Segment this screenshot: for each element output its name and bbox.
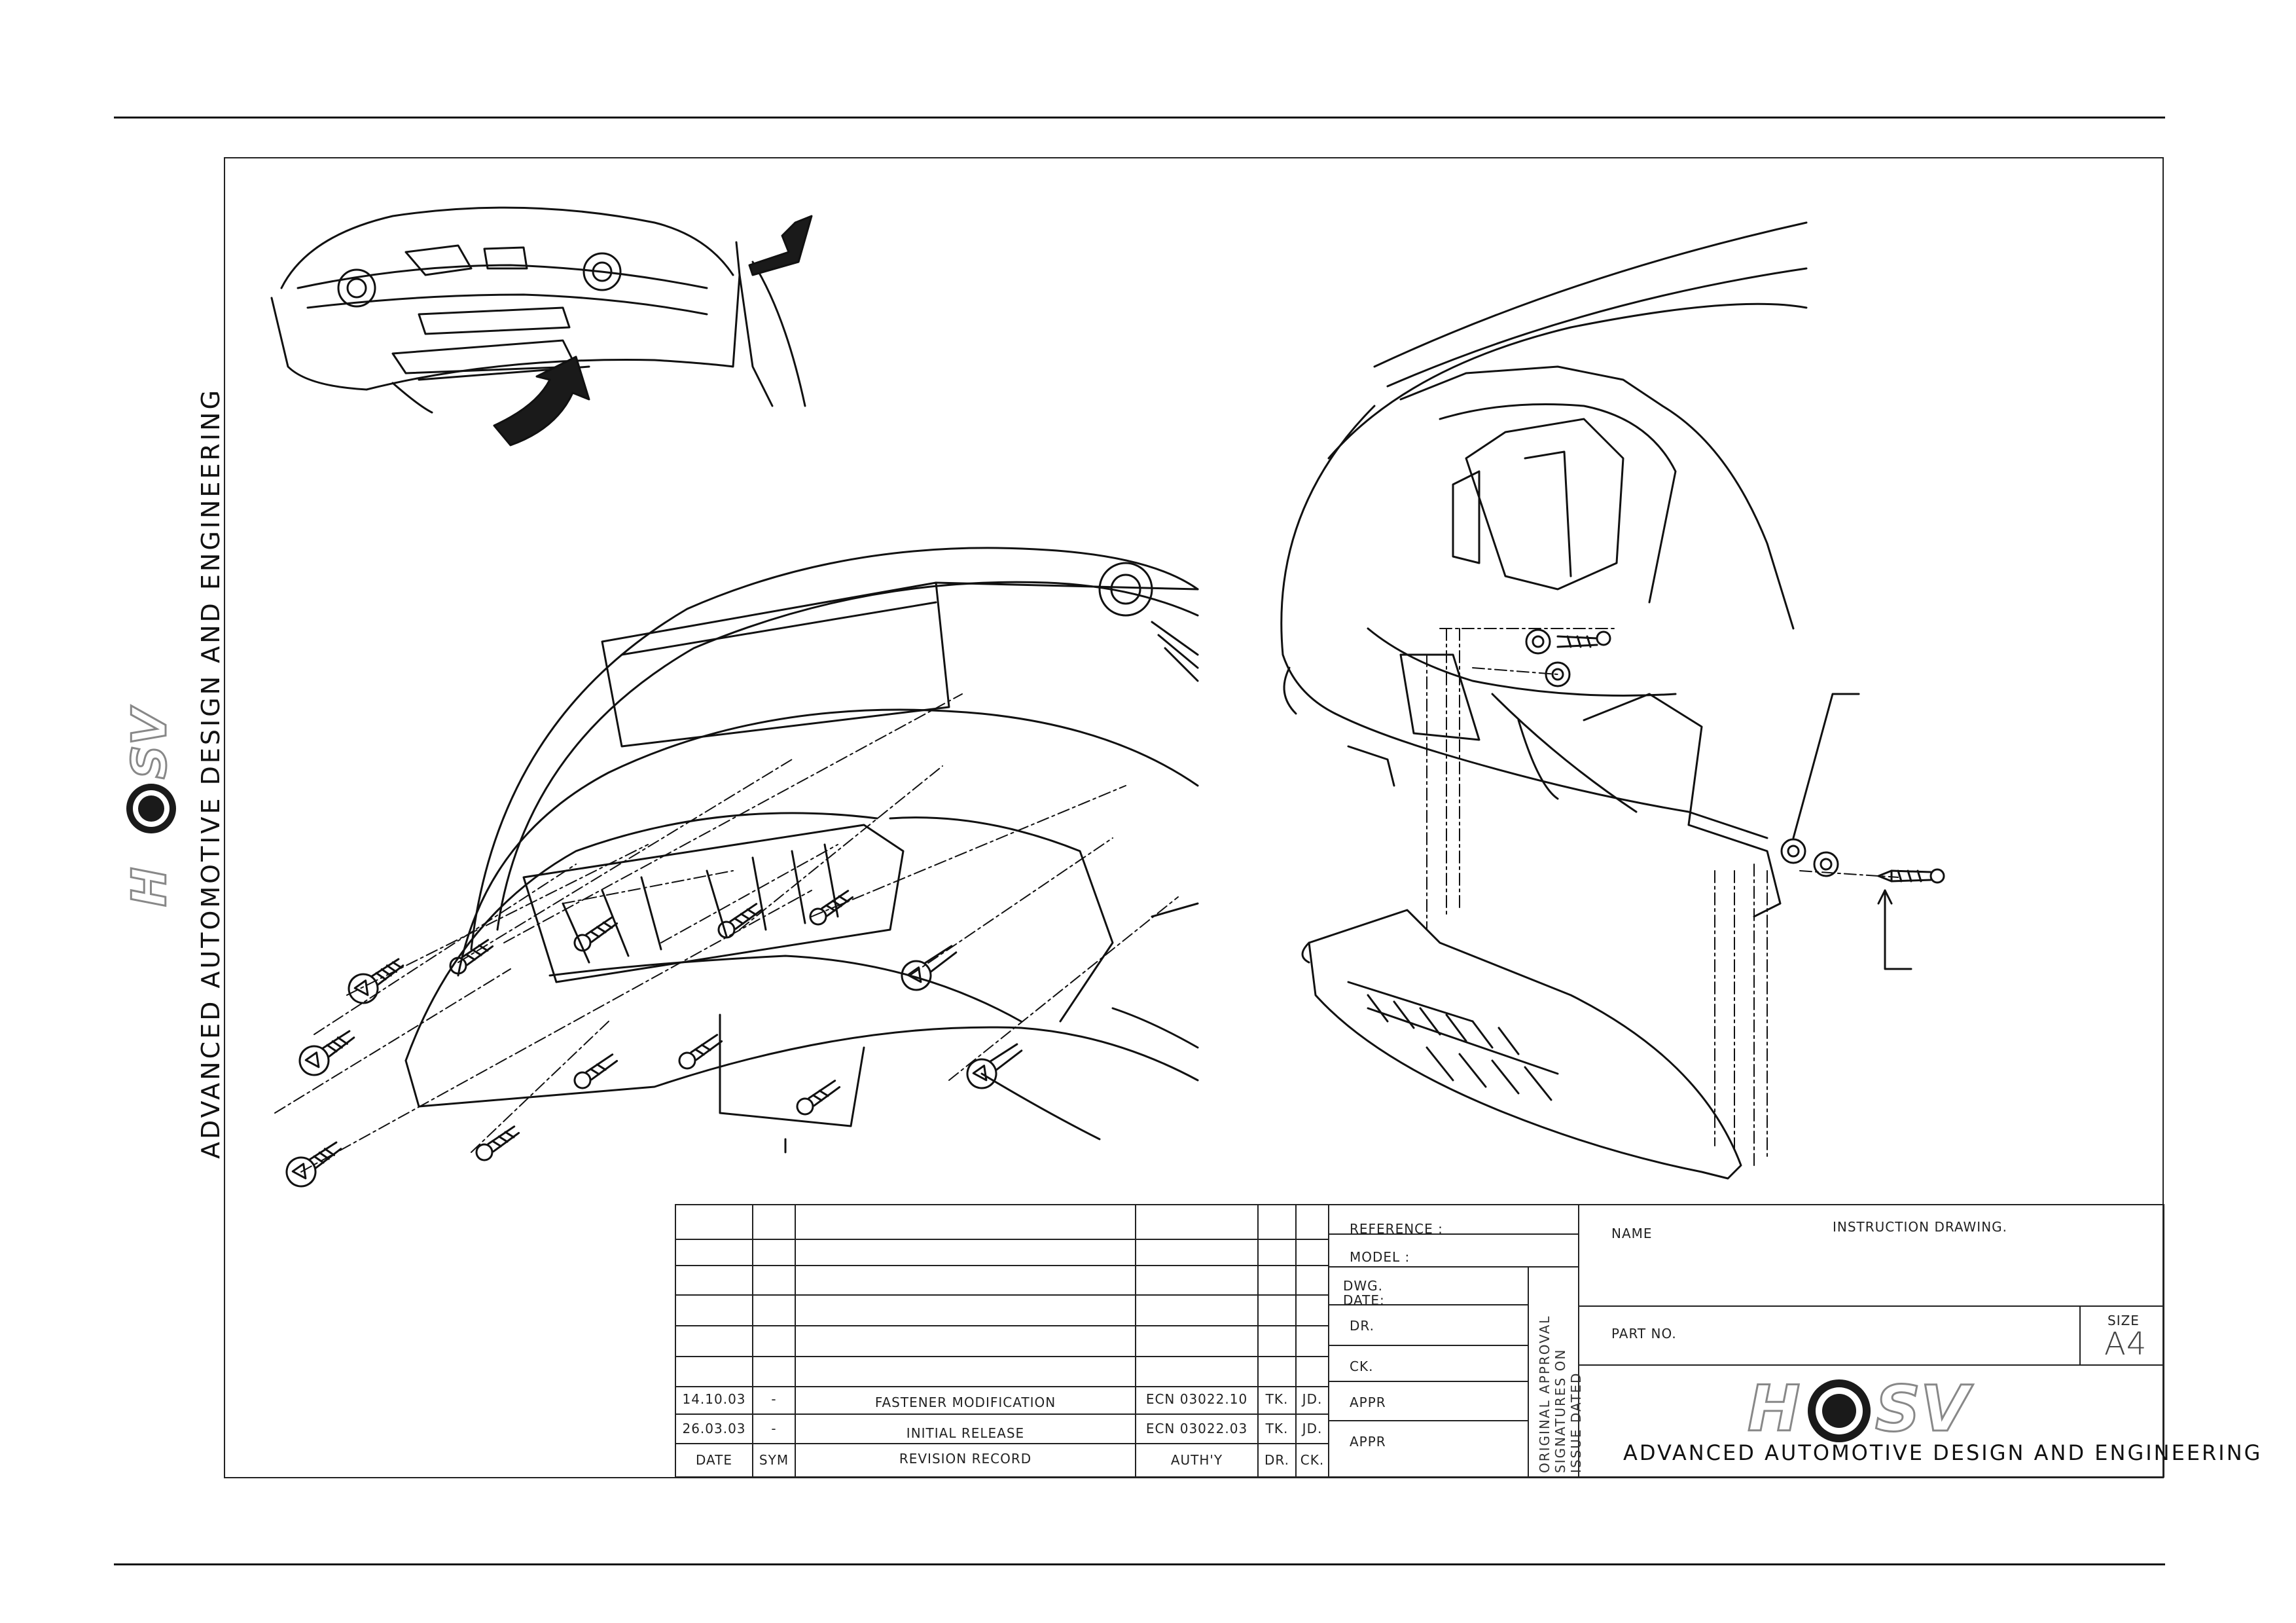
header-date: DATE [695, 1452, 733, 1468]
revision-1-dr: TK. [1265, 1391, 1289, 1407]
right-assembly-lines [1426, 628, 1899, 1166]
svg-text:SV: SV [122, 705, 177, 779]
top-rule [114, 117, 2165, 119]
dr-label: DR. [1350, 1318, 1374, 1334]
revision-1-date: 14.10.03 [682, 1391, 746, 1407]
revision-1-description: FASTENER MODIFICATION [874, 1395, 1056, 1410]
appr-label-1: APPR [1350, 1395, 1386, 1410]
part-no-label: PART NO. [1611, 1326, 1677, 1341]
header-revision-record: REVISION RECORD [899, 1451, 1032, 1467]
dwg-date-label: DWG. DATE: [1343, 1278, 1385, 1308]
size-value: A4 [2104, 1326, 2147, 1362]
header-sym: SYM [759, 1452, 789, 1468]
left-screws [285, 890, 1023, 1188]
revision-2-ck: JD. [1302, 1421, 1323, 1436]
size-label: SIZE [2108, 1313, 2140, 1328]
name-label: NAME [1611, 1226, 1653, 1241]
reference-label: REFERENCE : [1350, 1221, 1443, 1237]
bumper-inset-view [270, 206, 813, 447]
revision-2-date: 26.03.03 [682, 1421, 746, 1436]
revision-2-description: INITIAL RELEASE [906, 1425, 1025, 1441]
ck-label: CK. [1350, 1359, 1374, 1374]
svg-text:H: H [122, 867, 177, 907]
revision-2-dr: TK. [1265, 1421, 1289, 1436]
header-ck: CK. [1300, 1452, 1325, 1468]
bumper-undertray-exploded-view [1280, 221, 1912, 1180]
revision-1-ck: JD. [1302, 1391, 1323, 1407]
right-screws [1525, 629, 1945, 884]
wheel-liner-exploded-view [404, 547, 1199, 1154]
revision-1-auth: ECN 03022.10 [1145, 1391, 1248, 1407]
svg-text:H: H [1748, 1372, 1800, 1446]
bottom-rule [114, 1563, 2165, 1565]
header-dr: DR. [1265, 1452, 1289, 1468]
model-label: MODEL : [1350, 1249, 1410, 1265]
revision-2-sym: - [771, 1421, 777, 1436]
hsv-logo-vertical: H SV [121, 704, 178, 908]
name-value: INSTRUCTION DRAWING. [1833, 1219, 2008, 1235]
revision-2-auth: ECN 03022.03 [1145, 1421, 1248, 1436]
appr-label-2: APPR [1350, 1434, 1386, 1450]
header-auth: AUTH'Y [1170, 1452, 1223, 1468]
svg-text:SV: SV [1875, 1372, 1973, 1446]
title-block-company-tagline: ADVANCED AUTOMOTIVE DESIGN AND ENGINEERI… [1623, 1440, 2263, 1465]
revision-1-sym: - [771, 1391, 777, 1407]
